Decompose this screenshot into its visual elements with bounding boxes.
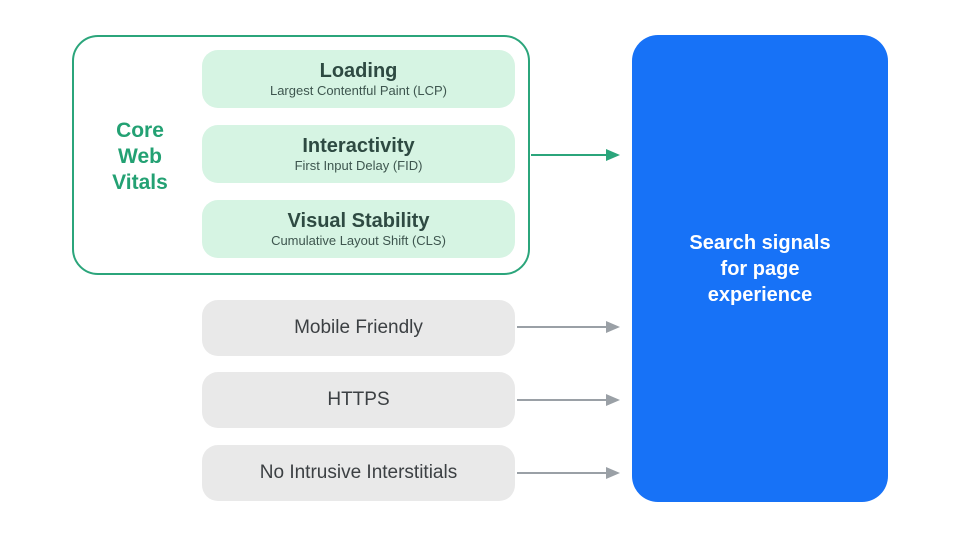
metric-subtitle-lcp: Largest Contentful Paint (LCP): [269, 83, 448, 98]
mobile-friendly-arrow: [517, 321, 620, 333]
metric-title-interactivity: Interactivity: [302, 135, 415, 157]
signal-box-https: HTTPS: [202, 372, 515, 428]
arrow-line: [517, 472, 606, 474]
arrow-line: [517, 399, 606, 401]
arrow-line: [517, 326, 606, 328]
https-arrow: [517, 394, 620, 406]
no-intrusive-interstitials-arrow: [517, 467, 620, 479]
signal-box-mobile-friendly: Mobile Friendly: [202, 300, 515, 356]
core-web-vitals-label: Core Web Vitals: [112, 119, 168, 194]
metric-box-loading: Loading Largest Contentful Paint (LCP): [202, 50, 515, 108]
metric-subtitle-cls: Cumulative Layout Shift (CLS): [271, 233, 446, 248]
metric-box-interactivity: Interactivity First Input Delay (FID): [202, 125, 515, 183]
arrow-line: [531, 154, 606, 156]
metric-title-visual-stability: Visual Stability: [287, 210, 430, 232]
arrow-right-icon: [606, 467, 620, 479]
arrow-right-icon: [606, 149, 620, 161]
arrow-right-icon: [606, 321, 620, 333]
metric-title-loading: Loading: [319, 60, 398, 82]
metric-subtitle-fid: First Input Delay (FID): [294, 158, 423, 173]
search-signals-result-box: Search signals for page experience: [632, 35, 888, 502]
core-web-vitals-arrow: [531, 149, 620, 161]
signal-box-no-intrusive-interstitials: No Intrusive Interstitials: [202, 445, 515, 501]
arrow-right-icon: [606, 394, 620, 406]
search-signals-label: Search signals for page experience: [689, 231, 831, 306]
metric-box-visual-stability: Visual Stability Cumulative Layout Shift…: [202, 200, 515, 258]
